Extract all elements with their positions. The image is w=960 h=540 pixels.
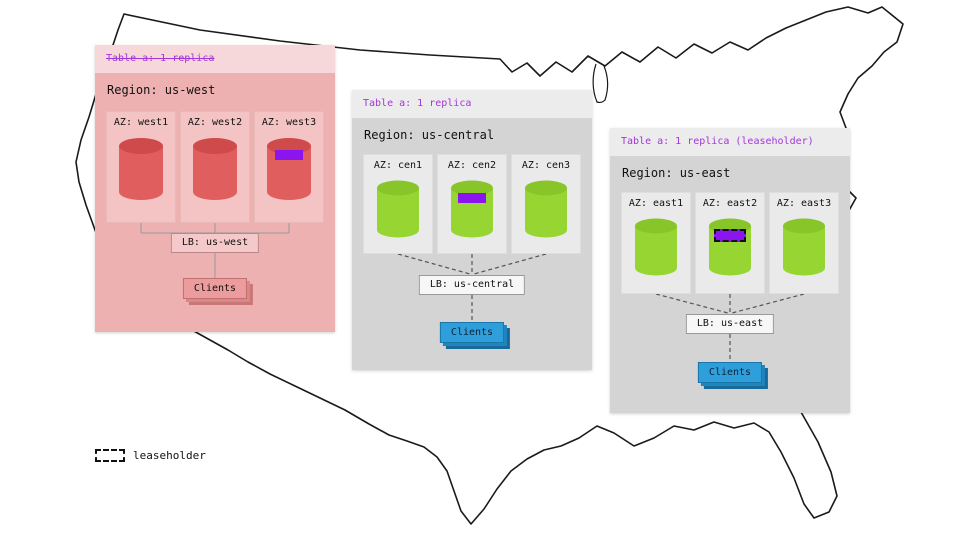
az-row-us-central: AZ: cen1 AZ: cen2 bbox=[363, 154, 581, 254]
database-cylinder-cen3 bbox=[524, 180, 568, 242]
database-cylinder-icon bbox=[709, 218, 751, 276]
database-cylinder-icon bbox=[193, 138, 237, 200]
database-cylinder-cen2 bbox=[450, 180, 494, 242]
database-cylinder-icon bbox=[451, 180, 493, 238]
replica-chip bbox=[275, 150, 303, 160]
database-cylinder-icon bbox=[119, 138, 163, 200]
az-label-east3: AZ: east3 bbox=[776, 198, 832, 209]
leaseholder-chip bbox=[714, 229, 746, 242]
az-label-cen3: AZ: cen3 bbox=[521, 160, 571, 171]
az-label-east1: AZ: east1 bbox=[628, 198, 684, 209]
az-label-west1: AZ: west1 bbox=[113, 117, 169, 128]
legend-label: leaseholder bbox=[133, 449, 206, 462]
database-cylinder-icon bbox=[525, 180, 567, 238]
az-box-east1: AZ: east1 bbox=[621, 192, 691, 294]
region-title-us-west: Region: us-west bbox=[107, 83, 216, 97]
database-cylinder-west2 bbox=[192, 137, 238, 205]
clients-box-us-west: Clients bbox=[182, 278, 248, 299]
database-cylinder-icon bbox=[635, 218, 677, 276]
region-panel-us-east: Table a: 1 replica (leaseholder) Region:… bbox=[610, 128, 850, 413]
region-title-us-central: Region: us-central bbox=[364, 128, 495, 142]
az-box-east3: AZ: east3 bbox=[769, 192, 839, 294]
az-box-cen2: AZ: cen2 bbox=[437, 154, 507, 254]
replica-chip bbox=[458, 193, 486, 203]
database-cylinder-icon bbox=[267, 138, 311, 200]
az-label-cen1: AZ: cen1 bbox=[373, 160, 423, 171]
database-cylinder-east1 bbox=[634, 218, 678, 280]
table-replica-label-east: Table a: 1 replica (leaseholder) bbox=[621, 136, 814, 147]
database-cylinder-west3 bbox=[266, 137, 312, 205]
az-box-east2: AZ: east2 bbox=[695, 192, 765, 294]
load-balancer-us-east: LB: us-east bbox=[685, 314, 775, 334]
az-box-cen3: AZ: cen3 bbox=[511, 154, 581, 254]
az-label-cen2: AZ: cen2 bbox=[447, 160, 497, 171]
table-replica-label-central: Table a: 1 replica bbox=[363, 98, 472, 109]
az-box-west2: AZ: west2 bbox=[180, 111, 250, 223]
database-cylinder-east3 bbox=[782, 218, 826, 280]
table-banner-us-central: Table a: 1 replica bbox=[352, 90, 592, 118]
az-box-west3: AZ: west3 bbox=[254, 111, 324, 223]
table-banner-us-east: Table a: 1 replica (leaseholder) bbox=[610, 128, 850, 156]
load-balancer-us-central: LB: us-central bbox=[418, 275, 526, 295]
database-cylinder-icon bbox=[377, 180, 419, 238]
region-title-us-east: Region: us-east bbox=[622, 166, 731, 180]
leaseholder-swatch-icon bbox=[95, 449, 125, 462]
region-body-us-east: Region: us-east AZ: east1 AZ: east2 bbox=[610, 156, 850, 413]
az-label-west3: AZ: west3 bbox=[261, 117, 317, 128]
az-label-west2: AZ: west2 bbox=[187, 117, 243, 128]
clients-box-us-east: Clients bbox=[697, 362, 763, 383]
table-banner-us-west: Table a: 1 replica bbox=[95, 45, 335, 73]
table-replica-label-west: Table a: 1 replica bbox=[106, 53, 215, 64]
database-cylinder-east2 bbox=[708, 218, 752, 280]
legend-leaseholder: leaseholder bbox=[95, 449, 206, 462]
great-lakes-outline bbox=[592, 63, 609, 103]
database-cylinder-west1 bbox=[118, 137, 164, 205]
az-label-east2: AZ: east2 bbox=[702, 198, 758, 209]
region-body-us-central: Region: us-central AZ: cen1 AZ: cen2 bbox=[352, 118, 592, 370]
database-cylinder-cen1 bbox=[376, 180, 420, 242]
database-cylinder-icon bbox=[783, 218, 825, 276]
load-balancer-us-west: LB: us-west bbox=[170, 233, 260, 253]
az-row-us-west: AZ: west1 AZ: west2 bbox=[106, 111, 324, 223]
clients-box-us-central: Clients bbox=[439, 322, 505, 343]
az-row-us-east: AZ: east1 AZ: east2 bbox=[621, 192, 839, 294]
region-panel-us-west: Table a: 1 replica Region: us-west AZ: w… bbox=[95, 45, 335, 332]
region-panel-us-central: Table a: 1 replica Region: us-central AZ… bbox=[352, 90, 592, 370]
az-box-west1: AZ: west1 bbox=[106, 111, 176, 223]
region-body-us-west: Region: us-west AZ: west1 AZ: west2 bbox=[95, 73, 335, 332]
az-box-cen1: AZ: cen1 bbox=[363, 154, 433, 254]
